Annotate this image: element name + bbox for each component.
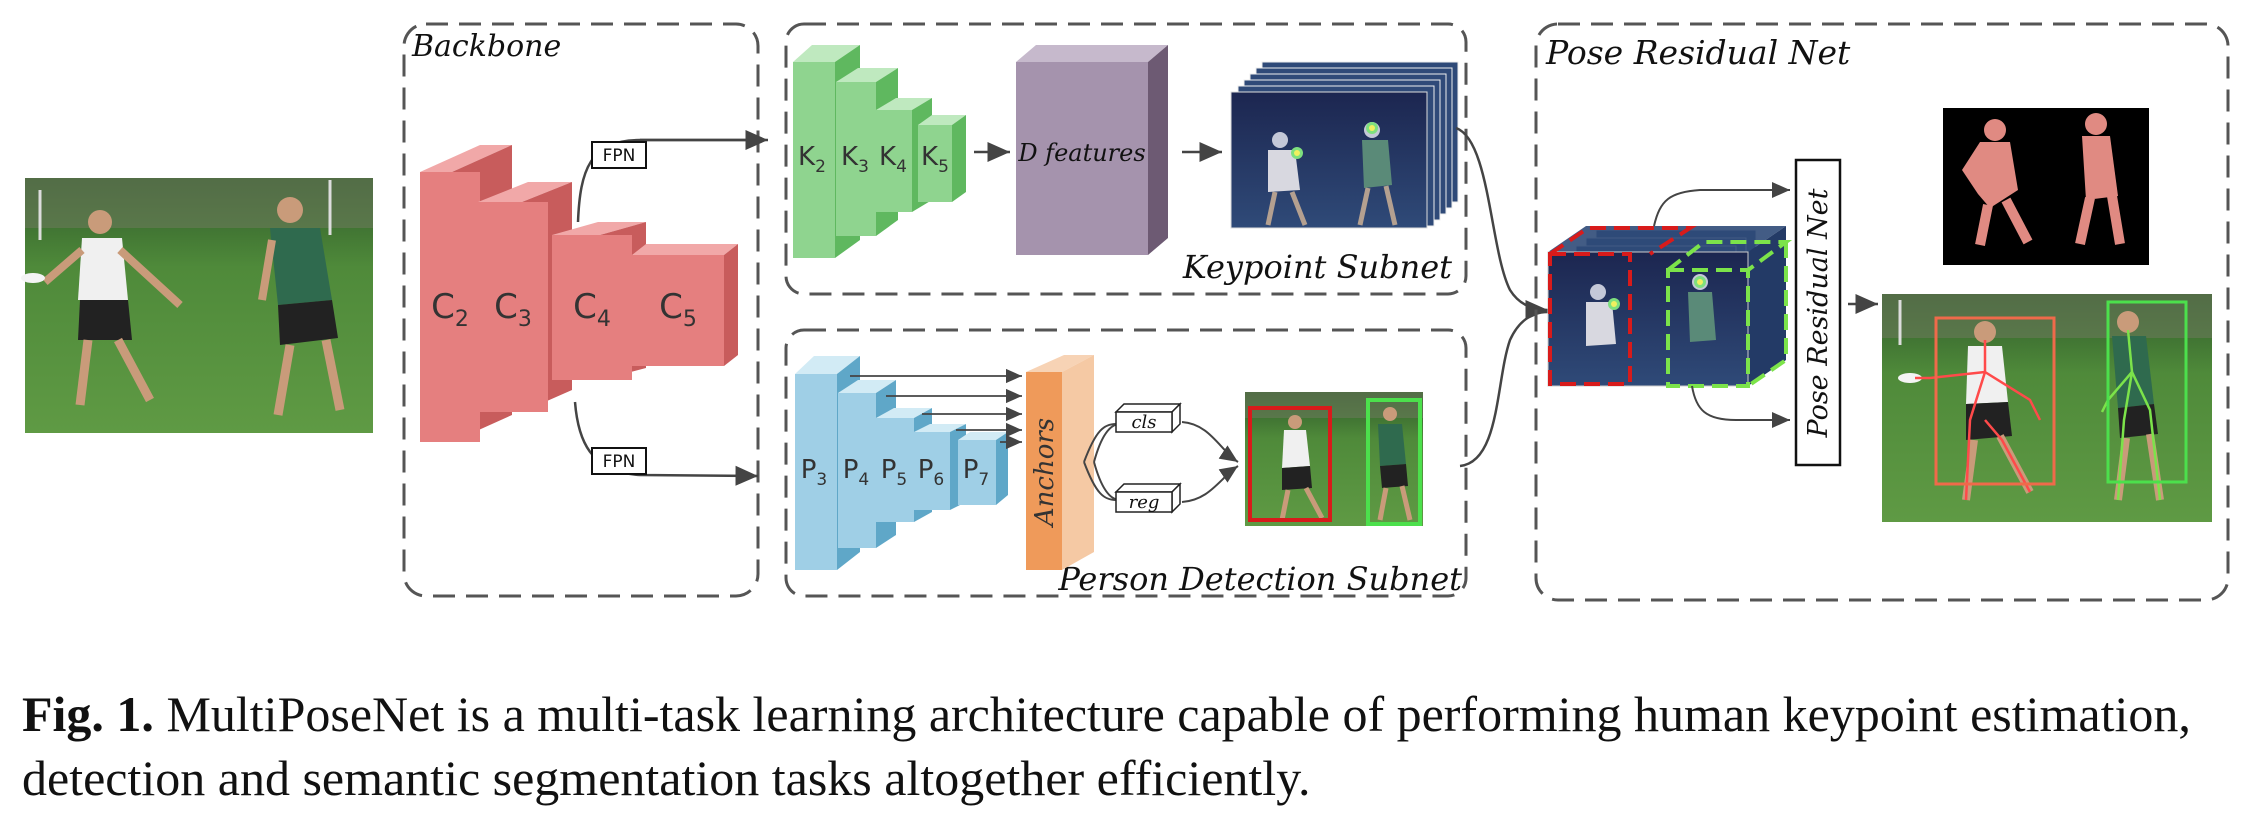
backbone-title: Backbone xyxy=(411,29,561,64)
person-detection-subnet-group xyxy=(784,328,1468,598)
keypoint-block-k5: K5 xyxy=(918,115,966,202)
caption-prefix: Fig. 1. xyxy=(22,686,154,742)
backbone-block-c4: C4 xyxy=(552,222,646,380)
cls-label: cls xyxy=(1131,412,1156,433)
svg-text:P7: P7 xyxy=(963,455,990,490)
detection-block-p7: P7 xyxy=(958,432,1008,505)
svg-text:K4: K4 xyxy=(879,142,907,177)
reg-head-box xyxy=(1114,482,1182,514)
person-detection-subnet-title: Person Detection Subnet xyxy=(1057,560,1462,598)
svg-text:P3: P3 xyxy=(801,455,828,490)
figure-caption: Fig. 1. MultiPoseNet is a multi-task lea… xyxy=(22,682,2242,810)
fpn-label-bottom: FPN xyxy=(603,452,636,472)
pose-residual-net-module xyxy=(1794,158,1842,467)
d-features-block xyxy=(1016,45,1168,255)
anchors-block xyxy=(1026,355,1094,570)
backbone-block-c5: C5 xyxy=(632,244,738,366)
svg-text:P5: P5 xyxy=(881,455,908,490)
reg-label: reg xyxy=(1129,492,1160,513)
pose-residual-net-group xyxy=(1534,22,2230,602)
fpn-box-top xyxy=(591,141,647,169)
fpn-box-bottom xyxy=(591,447,647,475)
fpn-label-top: FPN xyxy=(603,146,636,166)
cropped-heatmap-cube xyxy=(1547,226,1793,388)
svg-text:C4: C4 xyxy=(573,287,611,332)
photo-input xyxy=(21,178,373,433)
keypoint-subnet-group xyxy=(784,22,1468,296)
svg-text:C5: C5 xyxy=(659,287,697,332)
pose-residual-net-module-label: Pose Residual Net xyxy=(1803,188,1834,438)
architecture-diagram: Backbone C2 C3 C4 C5 FPN FPN Keypoint Su… xyxy=(21,22,2230,602)
svg-text:C2: C2 xyxy=(431,287,469,332)
pose-residual-net-title: Pose Residual Net xyxy=(1545,33,1851,72)
segmentation-mask xyxy=(1943,108,2149,265)
svg-text:K5: K5 xyxy=(921,142,949,177)
svg-text:K2: K2 xyxy=(798,142,826,177)
heatmap-stack xyxy=(1230,61,1459,229)
svg-text:P4: P4 xyxy=(843,455,870,490)
anchors-label: Anchors xyxy=(1030,418,1060,528)
d-features-label: D features xyxy=(1017,139,1145,167)
cls-head-box xyxy=(1114,402,1182,434)
caption-text: MultiPoseNet is a multi-task learning ar… xyxy=(22,686,2191,806)
backbone-group xyxy=(402,22,760,598)
svg-text:C3: C3 xyxy=(494,287,532,332)
svg-text:P6: P6 xyxy=(918,455,945,490)
svg-text:K3: K3 xyxy=(841,142,869,177)
keypoint-subnet-title: Keypoint Subnet xyxy=(1182,248,1452,286)
pose-output xyxy=(1882,294,2212,522)
detection-photo xyxy=(1245,392,1423,526)
